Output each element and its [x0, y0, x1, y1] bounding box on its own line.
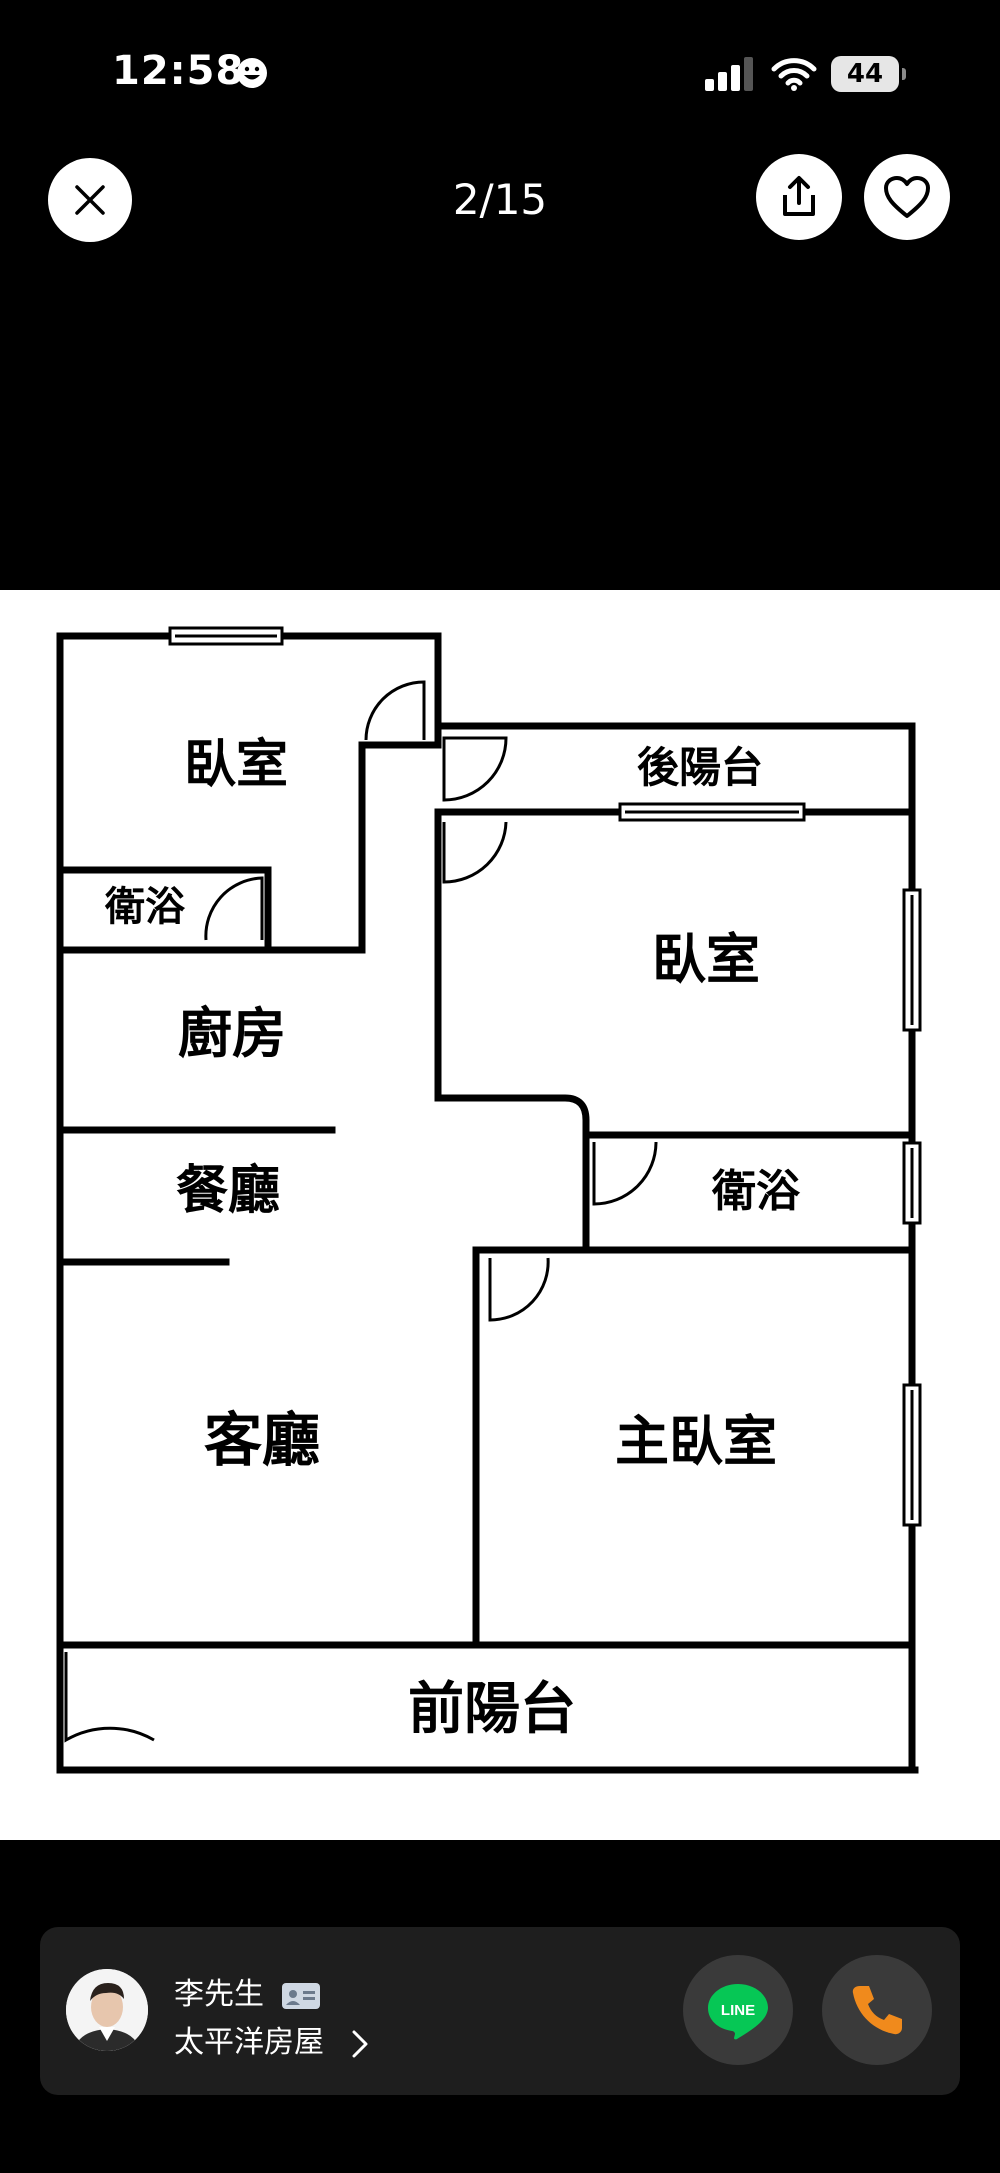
image-counter: 2/15 — [452, 175, 548, 224]
phone-icon — [852, 1986, 902, 2035]
room-label-bath-right: 衛浴 — [711, 1166, 801, 1217]
room-label-dining: 餐廳 — [176, 1161, 280, 1221]
status-time: 12:58 — [112, 48, 245, 94]
agent-name-row[interactable]: 李先生 — [174, 1969, 320, 2013]
line-button[interactable]: LINE — [683, 1955, 793, 2065]
wifi-icon — [771, 58, 817, 91]
agent-name: 李先生 — [174, 1977, 264, 2012]
agent-card[interactable]: 李先生 太平洋房屋 LINE — [40, 1927, 960, 2095]
room-label-bedroom-right: 臥室 — [652, 928, 760, 991]
battery-indicator: 44 — [831, 56, 906, 92]
share-button[interactable] — [756, 154, 842, 240]
agent-company-row[interactable]: 太平洋房屋 — [174, 2017, 372, 2061]
share-icon — [783, 176, 815, 216]
battery-level: 44 — [846, 59, 884, 89]
room-label-bedroom: 臥室 — [184, 735, 288, 795]
room-label-back-balcony: 後陽台 — [637, 743, 763, 792]
chevron-right-icon — [352, 2030, 368, 2057]
line-icon: LINE — [708, 1984, 768, 2040]
close-icon — [75, 185, 105, 215]
status-icons: 44 — [705, 52, 906, 96]
room-label-front-balcony: 前陽台 — [408, 1677, 576, 1742]
avatar[interactable] — [66, 1969, 148, 2051]
room-label-living: 客廳 — [204, 1406, 320, 1474]
room-label-master-bedroom: 主臥室 — [615, 1410, 777, 1473]
agent-photo — [66, 1969, 148, 2051]
agent-company: 太平洋房屋 — [174, 2025, 324, 2060]
floorplan-drawing: 臥室 衛浴 後陽台 臥室 廚房 餐廳 衛浴 客廳 主臥室 前陽台 — [56, 626, 922, 1774]
room-label-kitchen: 廚房 — [178, 1002, 286, 1065]
heart-icon — [884, 176, 930, 218]
smiley-icon — [236, 57, 268, 93]
cellular-signal-icon — [705, 57, 753, 91]
line-label: LINE — [721, 2002, 755, 2019]
call-button[interactable] — [822, 1955, 932, 2065]
id-card-icon — [281, 1982, 320, 2009]
room-label-bath: 衛浴 — [104, 884, 186, 930]
close-button[interactable] — [48, 158, 132, 242]
favorite-button[interactable] — [864, 154, 950, 240]
floorplan-image[interactable]: 臥室 衛浴 後陽台 臥室 廚房 餐廳 衛浴 客廳 主臥室 前陽台 — [0, 590, 1000, 1840]
